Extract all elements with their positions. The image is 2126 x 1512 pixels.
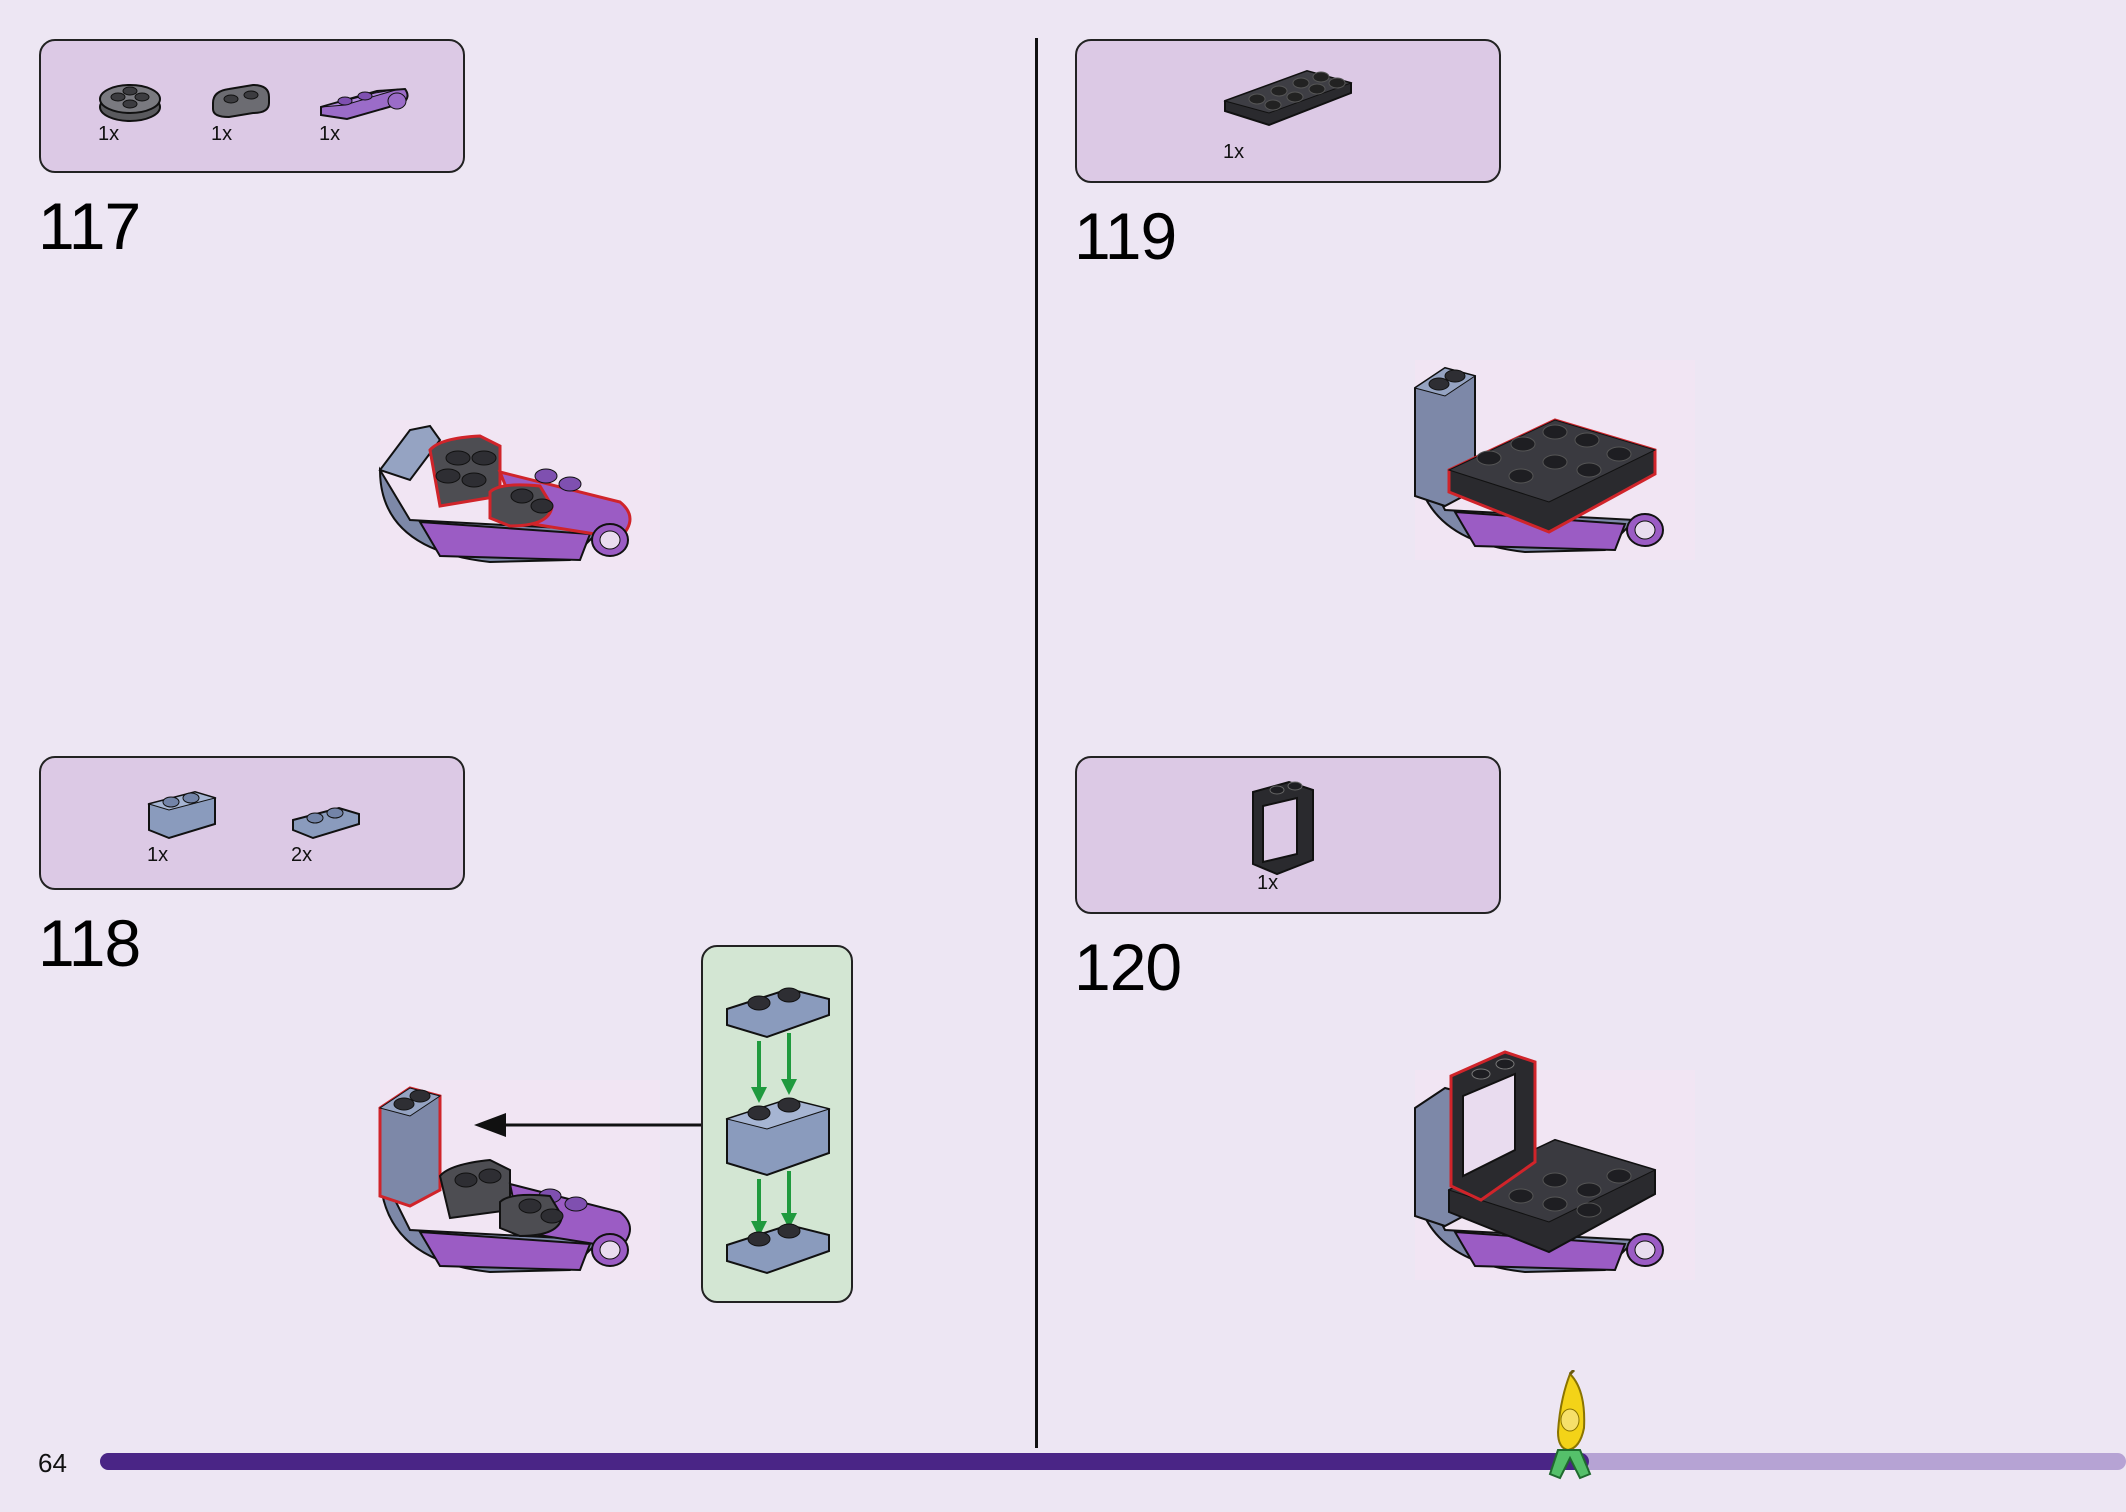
progress-bar <box>100 1453 2126 1470</box>
page-divider <box>1035 38 1038 1448</box>
part-qty: 1x <box>1223 141 1245 163</box>
brick-1x2-sand-blue-icon <box>147 790 217 840</box>
part-qty: 2x <box>291 844 313 866</box>
step-number: 120 <box>1074 930 1182 1004</box>
round-plate-2x2-dark-gray-icon <box>99 84 161 122</box>
step-number: 119 <box>1074 199 1177 273</box>
step-number: 118 <box>38 906 141 980</box>
parts-box-step-119: 1x <box>1075 39 1501 183</box>
assembly-illustration-step-117 <box>378 420 660 570</box>
part-qty: 1x <box>147 844 169 866</box>
arrow-left-icon <box>474 1113 702 1137</box>
assembly-illustration-step-120 <box>1414 1050 1695 1280</box>
parts-box-step-117: 1x 1x 1x <box>39 39 465 173</box>
window-frame-1x2x2-black-icon <box>1252 780 1314 876</box>
plate-1x2-with-pin-hole-purple-icon <box>320 87 409 121</box>
parts-box-step-118: 1x 2x <box>39 756 465 890</box>
assembly-illustration-step-119 <box>1413 360 1695 560</box>
assembly-illustration-step-118 <box>378 1080 660 1280</box>
part-qty: 1x <box>98 123 120 145</box>
part-qty: 1x <box>319 123 341 145</box>
parts-box-step-120: 1x <box>1075 756 1501 914</box>
plate-1x2-rounded-dark-gray-icon <box>212 83 270 119</box>
part-qty: 1x <box>1257 872 1279 894</box>
plate-1x2-sand-blue-icon <box>292 806 360 840</box>
sub-assembly-stack-icon <box>725 987 831 1275</box>
progress-bar-fill <box>100 1453 1589 1470</box>
part-qty: 1x <box>211 123 233 145</box>
plate-2x4-black-icon <box>1223 69 1353 127</box>
page-number: 64 <box>38 1448 67 1478</box>
sub-assembly-callout <box>701 945 853 1303</box>
step-number: 117 <box>38 189 141 263</box>
banana-minifigure-icon <box>1548 1370 1592 1480</box>
